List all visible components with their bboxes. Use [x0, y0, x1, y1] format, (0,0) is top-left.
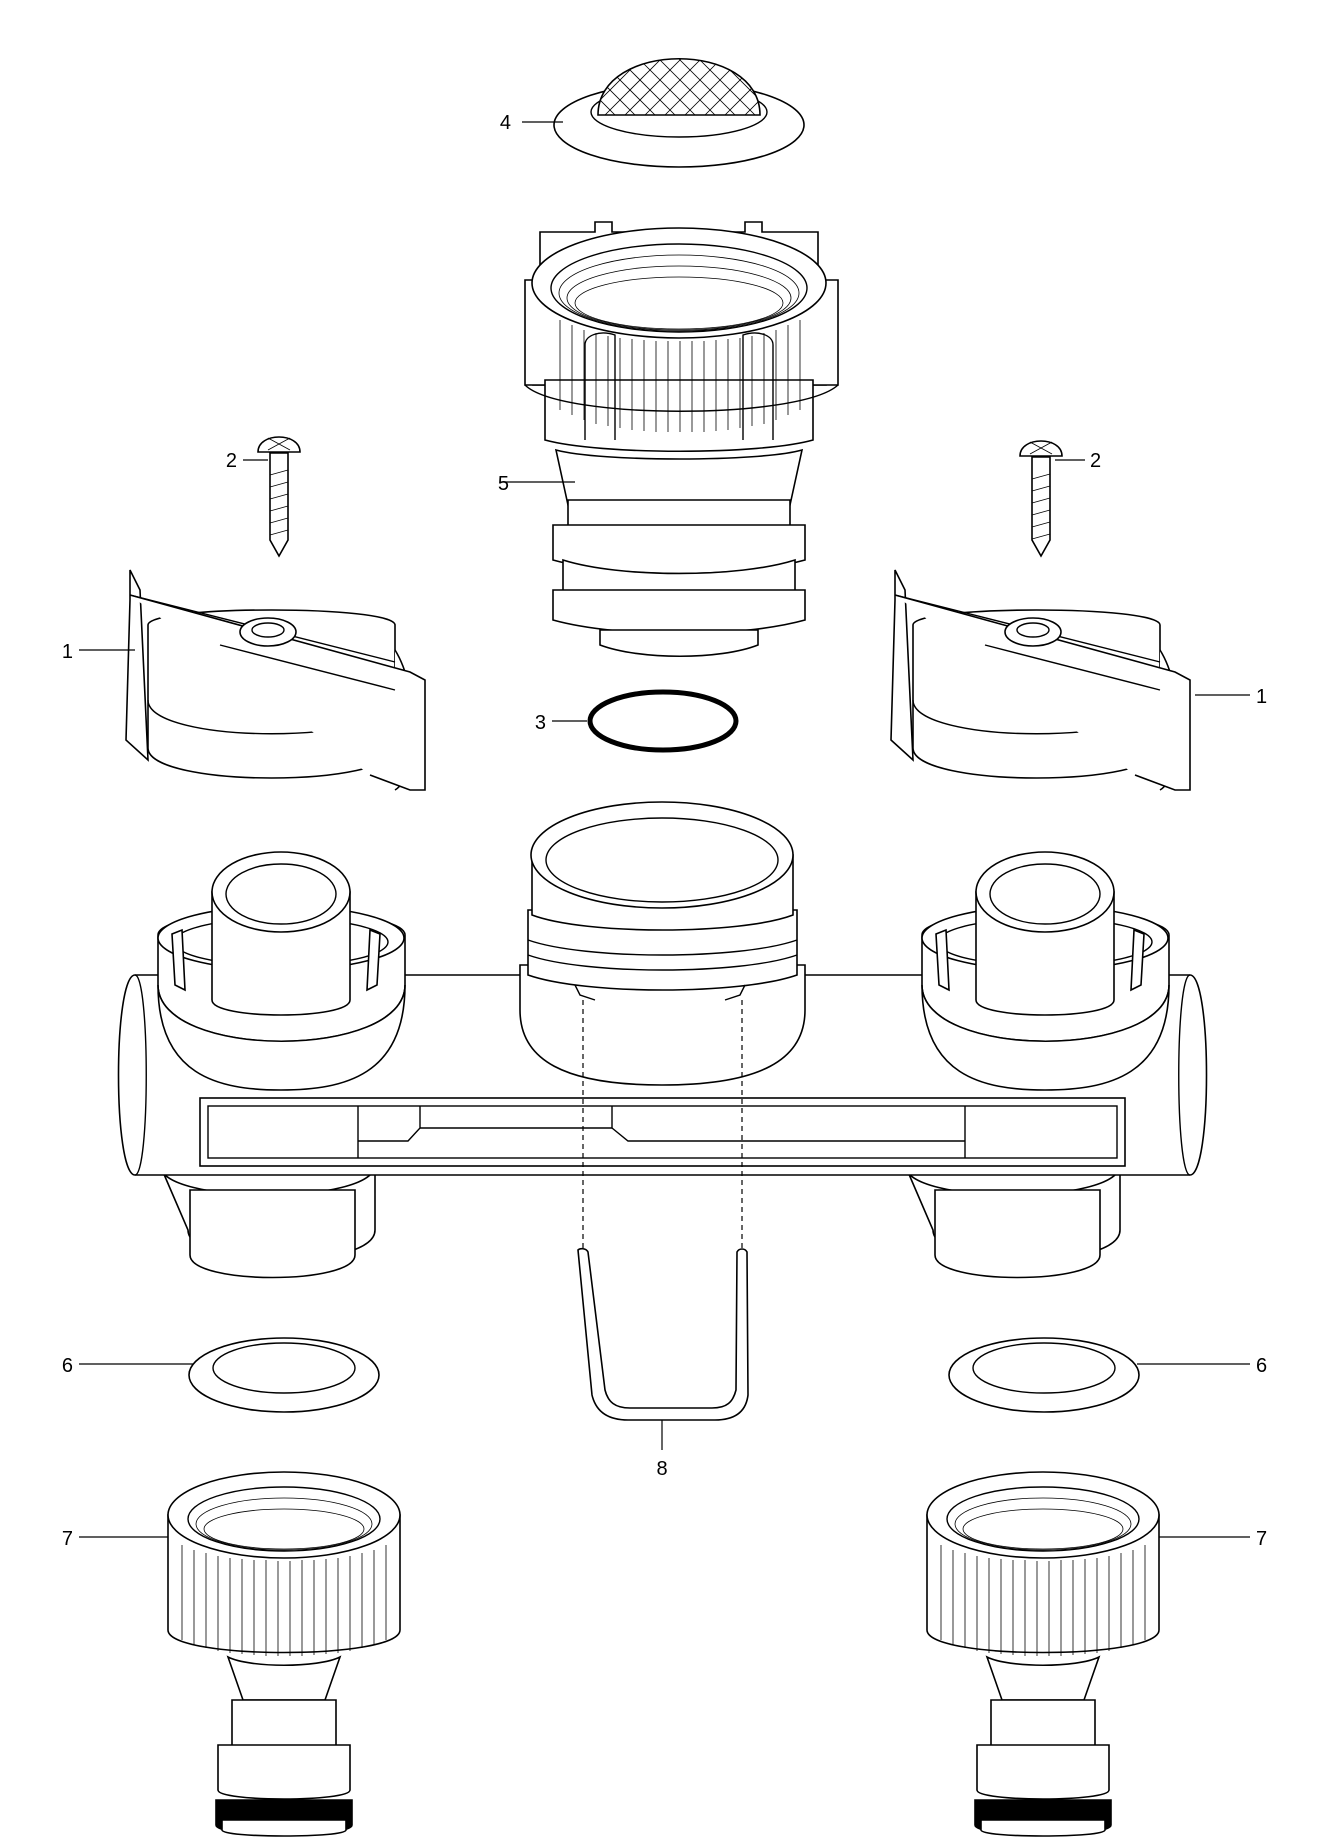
callout-6-right: 6: [1256, 1355, 1267, 1377]
part-6-washer-left: [188, 1337, 380, 1413]
part-4-filter-washer: [553, 57, 805, 168]
callout-2-left: 2: [226, 450, 237, 472]
part-2-screw-right: [1019, 440, 1063, 558]
main-distributor-body: [117, 801, 1208, 1279]
callout-7-right: 7: [1256, 1528, 1267, 1550]
part-1-handle-right: [890, 569, 1191, 791]
leader-lines: [79, 121, 1250, 1538]
callout-7-left: 7: [62, 1528, 73, 1550]
part-3-o-ring: [587, 689, 739, 753]
part-5-tap-connector: [524, 221, 839, 657]
callout-5: 5: [498, 473, 509, 495]
part-8-retaining-clip: [577, 1247, 749, 1421]
callout-1-right: 1: [1256, 686, 1267, 708]
part-2-screw-left: [257, 436, 301, 558]
part-1-handle-left: [125, 569, 426, 791]
part-6-washer-right: [948, 1337, 1140, 1413]
callout-6-left: 6: [62, 1355, 73, 1377]
callout-3: 3: [535, 712, 546, 734]
callout-8: 8: [656, 1458, 667, 1480]
part-7-coupling-right: [926, 1471, 1160, 1837]
callout-2-right: 2: [1090, 450, 1101, 472]
callout-4: 4: [500, 112, 511, 134]
part-7-coupling-left: [167, 1471, 401, 1837]
callout-1-left: 1: [62, 641, 73, 663]
